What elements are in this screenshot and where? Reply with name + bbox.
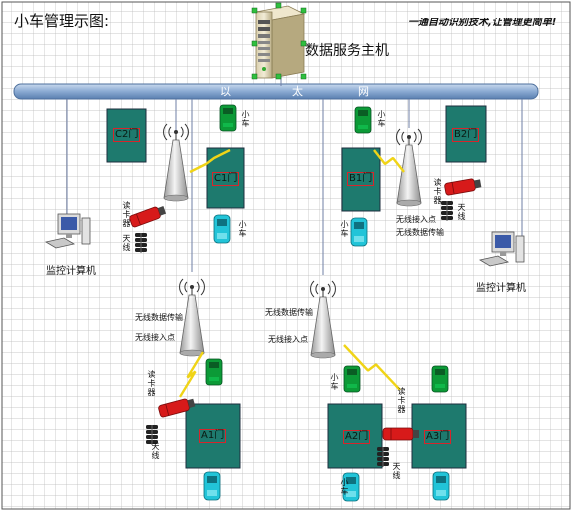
car-a1-green <box>205 358 223 386</box>
car-a1-cyan <box>203 471 221 501</box>
monitor-computer-right <box>478 231 525 267</box>
antenna-label-a2: 天线 <box>392 462 401 480</box>
server-label: 数据服务主机 <box>305 43 389 59</box>
door-c1-label: C1门 <box>212 172 240 186</box>
door-b1-label: B1门 <box>347 172 375 186</box>
monitor-computer-left <box>44 213 91 249</box>
car-label-c1-top: 小车 <box>241 110 250 128</box>
door-a2-label: A2门 <box>343 430 371 444</box>
antenna-coil-c <box>135 233 147 253</box>
antenna-label-a1: 天线 <box>151 442 160 460</box>
car-a3-cyan <box>432 471 450 501</box>
access-point-a2 <box>310 280 336 359</box>
antenna-coil-a2 <box>377 447 389 467</box>
car-label-a2-bottom: 小车 <box>340 478 349 496</box>
car-a2-green <box>343 365 361 393</box>
door-a1-label: A1门 <box>199 429 227 443</box>
access-point-b <box>396 128 422 207</box>
car-b1-cyan <box>350 217 368 247</box>
car-c1-green <box>219 104 237 132</box>
reader-a2 <box>382 427 419 441</box>
reader-label-b: 读卡器 <box>433 178 442 205</box>
door-b2-label: B2门 <box>452 128 480 142</box>
ethernet-bus <box>13 83 539 100</box>
door-a3-label: A3门 <box>424 430 452 444</box>
car-label-b1-top: 小车 <box>377 110 386 128</box>
car-label-a2-top: 小车 <box>330 373 339 391</box>
antenna-label-c: 天线 <box>122 234 131 252</box>
wireless-link-a2 <box>343 344 401 391</box>
access-point-c <box>163 123 189 202</box>
antenna-coil-b <box>441 201 453 221</box>
server-icon <box>251 2 307 80</box>
ap-right-transmit-label: 无线接入点 <box>396 215 436 224</box>
ap-left-transmit-label: 无线数据传输 <box>135 313 183 322</box>
door-c2-label: C2门 <box>113 128 141 142</box>
diagram-title: 小车管理示图: <box>14 12 110 30</box>
antenna-label-b: 天线 <box>457 203 466 221</box>
slogan-text: 一通自动识别技术,让管理更简单! <box>408 18 557 28</box>
ethernet-label-2: 太 <box>292 85 303 98</box>
car-label-b1-bottom: 小车 <box>340 220 349 238</box>
reader-label-a2: 读卡器 <box>397 387 406 414</box>
ap-left-access-label: 无线接入点 <box>135 333 175 342</box>
ap-right-access-label: 无线数据传输 <box>396 228 444 237</box>
door-a1 <box>185 403 241 469</box>
reader-a1 <box>158 398 196 418</box>
reader-b <box>444 178 482 196</box>
ap-mid-transmit-label: 无线数据传输 <box>265 308 313 317</box>
monitor-label-right: 监控计算机 <box>476 283 526 294</box>
door-a3 <box>411 403 467 469</box>
reader-label-c: 读卡器 <box>122 201 131 228</box>
ethernet-label-3: 网 <box>358 85 369 98</box>
ethernet-label-1: 以 <box>220 85 231 98</box>
door-a2 <box>327 403 383 469</box>
car-b1-green <box>354 106 372 134</box>
reader-label-a1: 读卡器 <box>147 370 156 397</box>
ap-mid-access-label: 无线接入点 <box>268 335 308 344</box>
wireless-link-a1 <box>178 351 205 398</box>
car-a3-green <box>431 365 449 393</box>
car-c1-cyan <box>213 214 231 244</box>
car-a2-cyan <box>342 472 360 502</box>
antenna-coil-a1 <box>146 425 158 445</box>
access-point-a1 <box>179 278 205 357</box>
network-drops <box>66 70 523 275</box>
wireless-link-c <box>189 148 231 174</box>
reader-c <box>129 206 167 228</box>
car-label-c1-bottom: 小车 <box>238 220 247 238</box>
monitor-label-left: 监控计算机 <box>46 266 96 277</box>
wireless-link-b <box>373 149 405 173</box>
